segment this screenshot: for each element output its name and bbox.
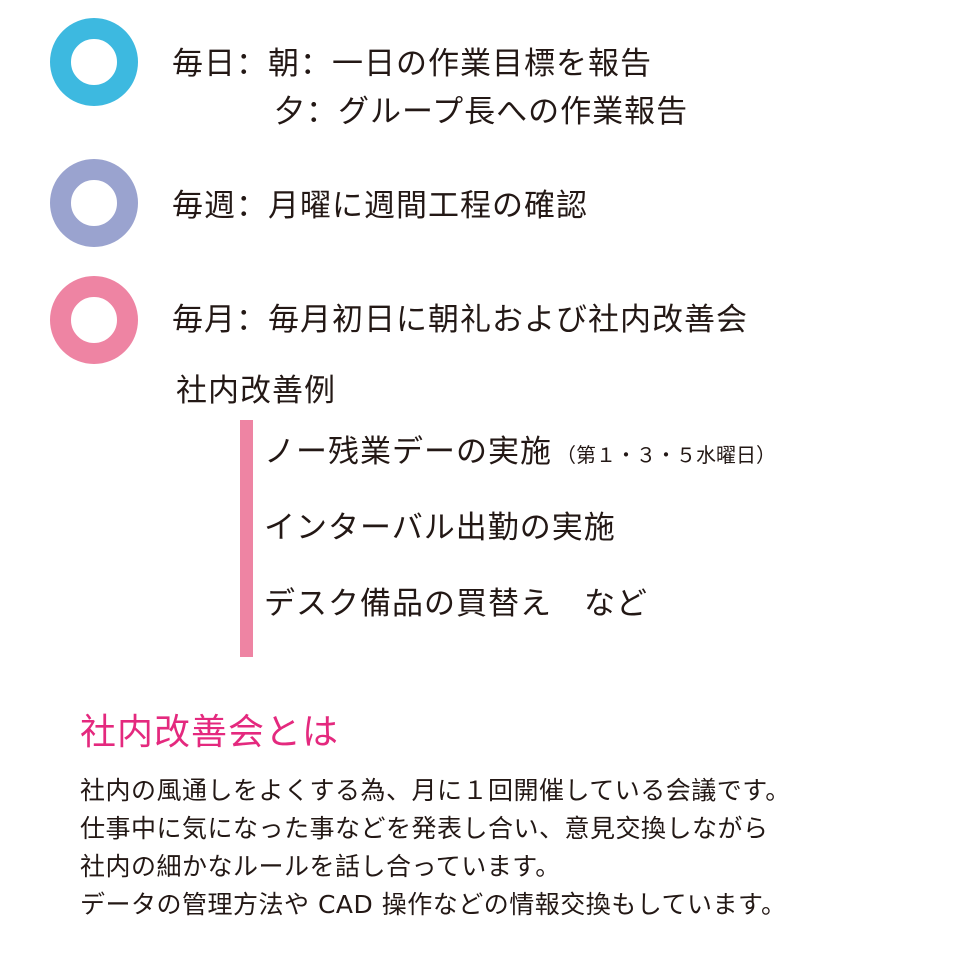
example-item-text: デスク備品の買替え など <box>264 586 648 622</box>
example-item-text: インターバル出勤の実施 <box>264 510 616 546</box>
examples-accent-bar <box>240 420 253 657</box>
about-line: 社内の風通しをよくする為、月に１回開催している会議です。 <box>80 776 791 805</box>
daily-ring-icon <box>50 18 138 106</box>
weekly-ring-icon <box>50 159 138 247</box>
about-line: データの管理方法や CAD 操作などの情報交換もしています。 <box>80 890 787 919</box>
example-item: デスク備品の買替え など <box>264 584 648 624</box>
example-item-note: （第１・３・５水曜日） <box>556 443 776 467</box>
monthly-ring-icon <box>50 276 138 364</box>
about-body: 社内の風通しをよくする為、月に１回開催している会議です。 仕事中に気になった事な… <box>80 772 791 924</box>
monthly-text: 毎月：毎月初日に朝礼および社内改善会 <box>172 302 748 338</box>
about-line: 社内の細かなルールを話し合っています。 <box>80 852 561 881</box>
daily-evening-text: 夕：グループ長への作業報告 <box>274 94 689 130</box>
about-line: 仕事中に気になった事などを発表し合い、意見交換しながら <box>80 814 769 843</box>
example-item-text: ノー残業デーの実施 <box>264 434 552 470</box>
examples-heading: 社内改善例 <box>176 373 336 409</box>
daily-morning-text: 毎日：朝：一日の作業目標を報告 <box>172 46 652 82</box>
about-title: 社内改善会とは <box>80 712 340 753</box>
example-item: インターバル出勤の実施 <box>264 508 616 548</box>
example-item: ノー残業デーの実施（第１・３・５水曜日） <box>264 432 776 475</box>
weekly-text: 毎週：月曜に週間工程の確認 <box>172 188 588 224</box>
